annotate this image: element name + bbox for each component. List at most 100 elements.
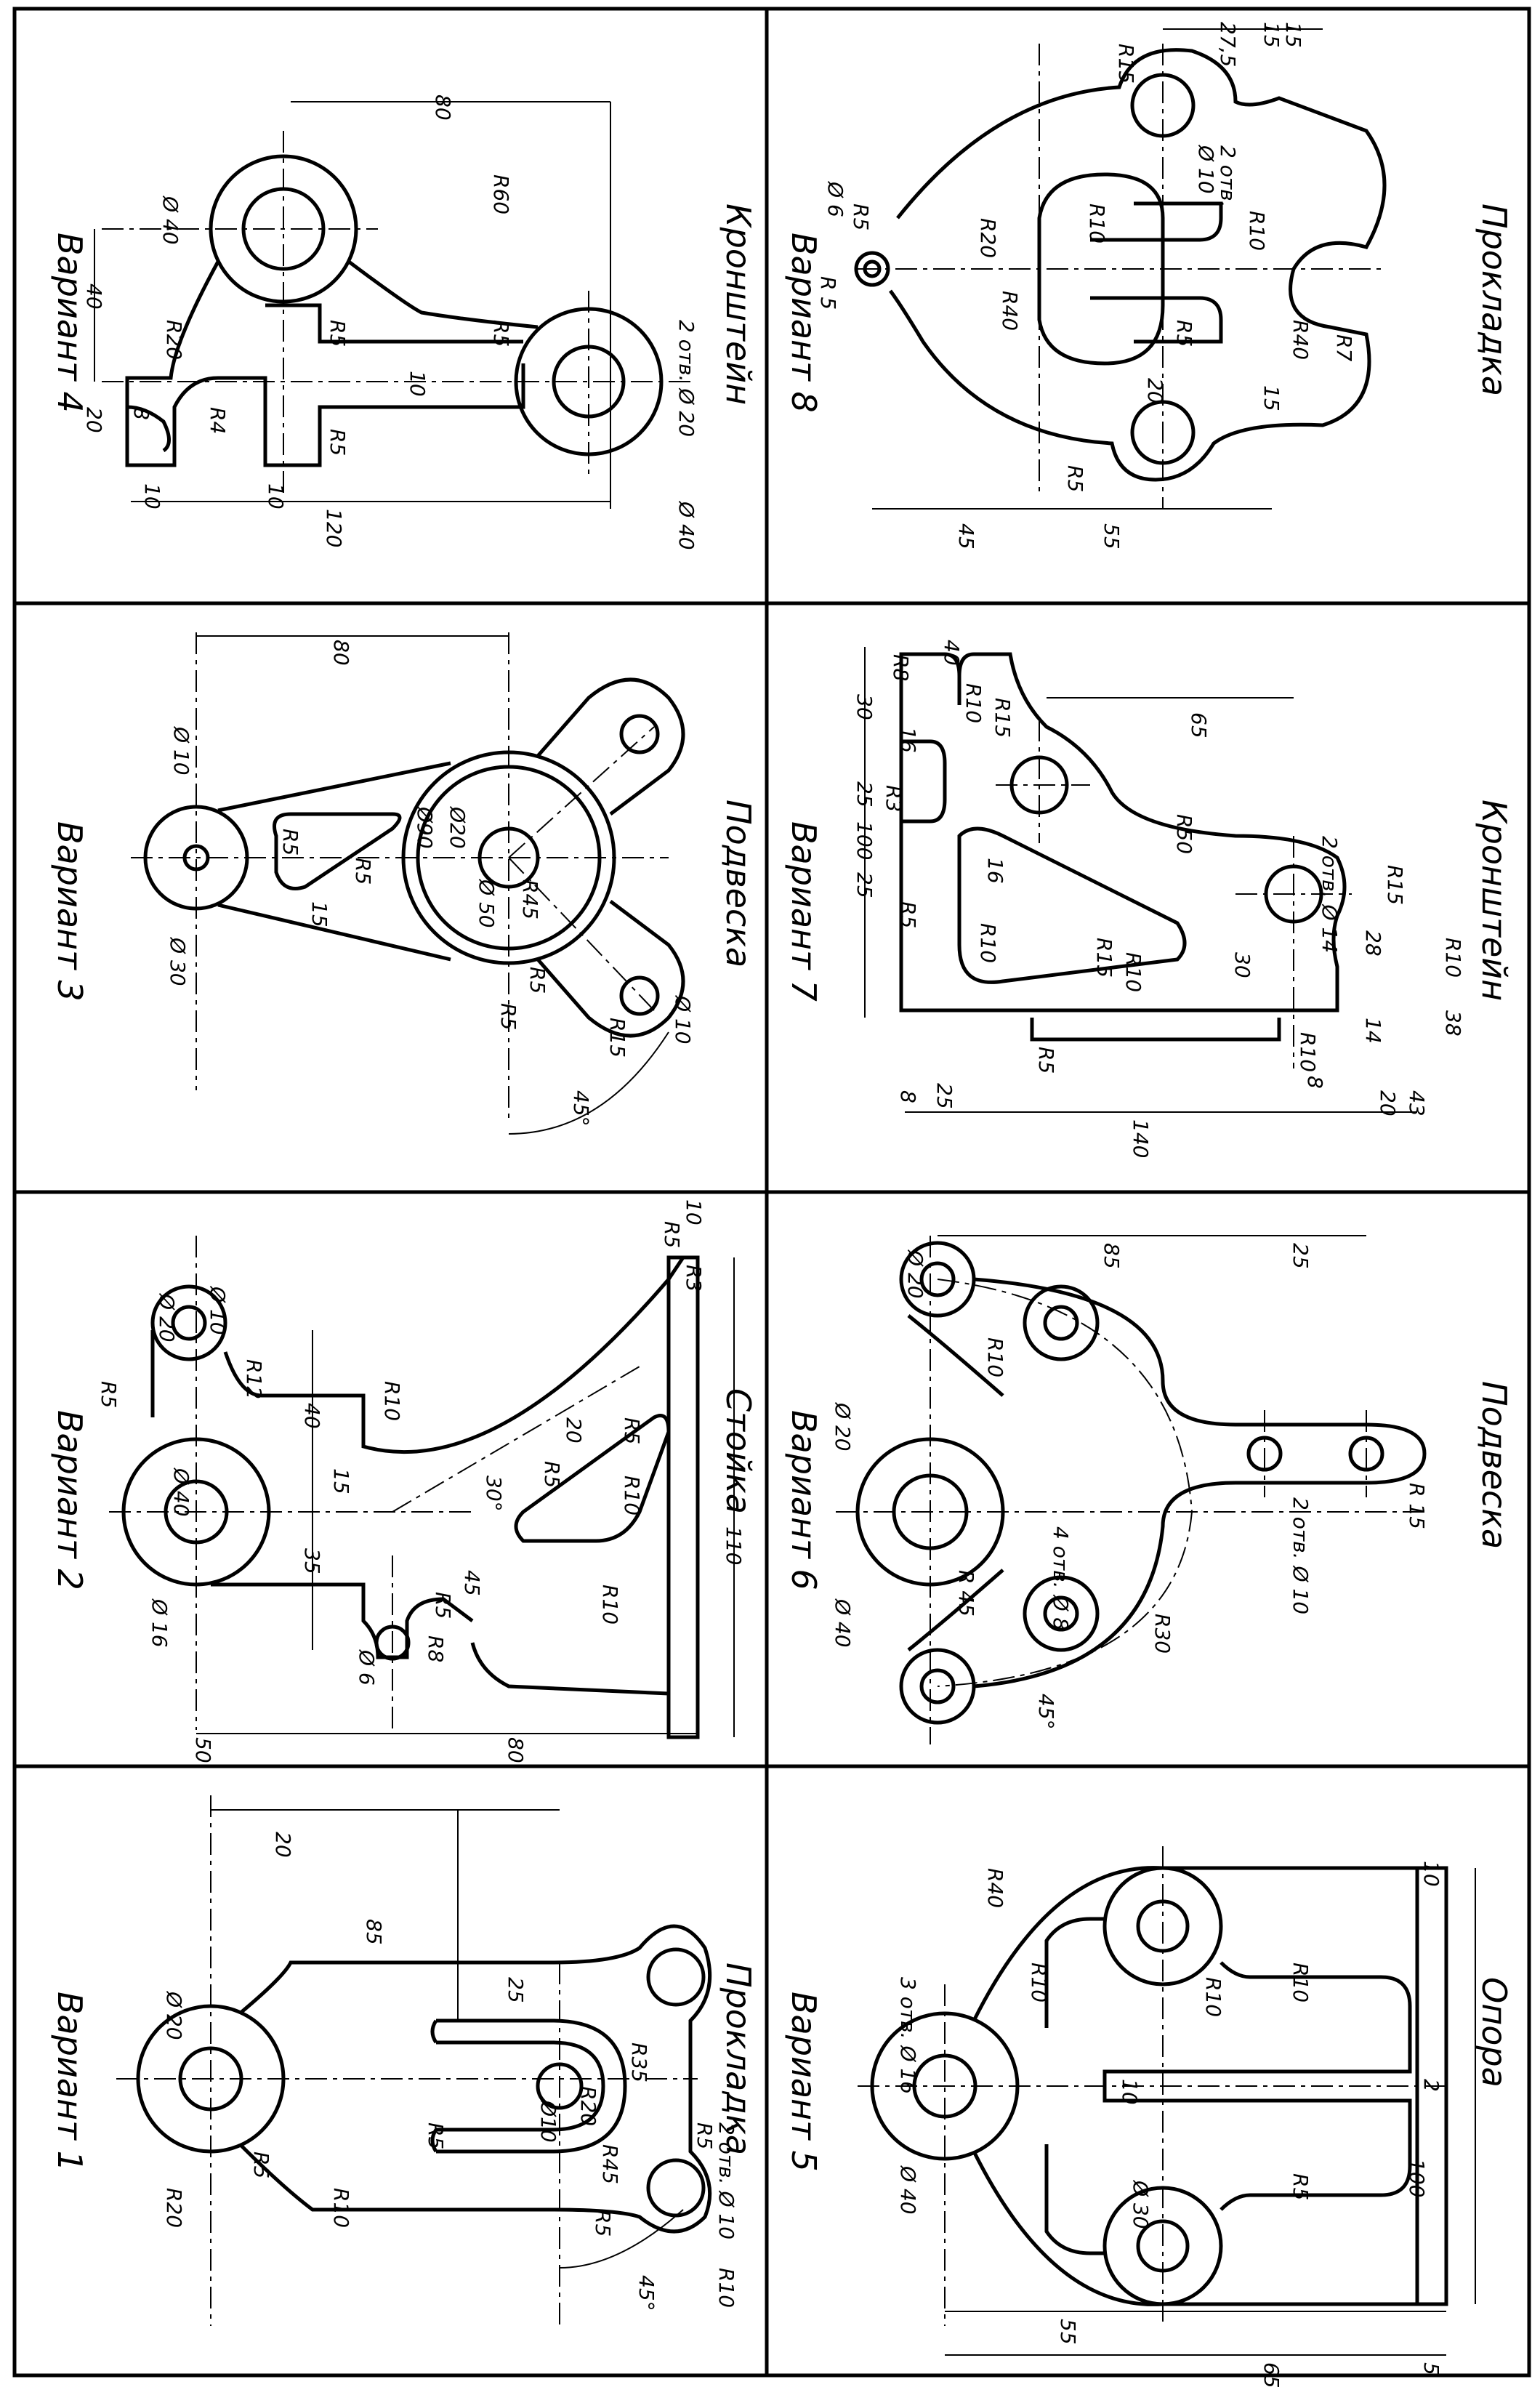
dim-label: 10 <box>682 1199 706 1225</box>
dim-label: 27,5 <box>1216 22 1240 67</box>
dim-label: R20 <box>576 2086 600 2126</box>
dim-label: 2 отв. Ø 10 <box>714 2122 738 2239</box>
dim-label: 30° <box>482 1476 506 1512</box>
dim-label: Ø 40 <box>674 501 698 550</box>
part-4-centerlines <box>102 131 690 494</box>
sheet-frame <box>12 7 1531 2378</box>
dim-label: R5 <box>424 2122 448 2149</box>
dim-label: Ø 20 <box>903 1249 927 1299</box>
dim-label: R10 <box>1296 1032 1320 1072</box>
dim-label: 20 <box>562 1417 586 1444</box>
dim-label: R5 <box>849 204 873 230</box>
part-5-dim-labels: 3 отв. Ø 16 Ø 40 R40 R10 R10 R10 10 Ø 30… <box>896 1861 1443 2387</box>
dim-label: 15 <box>1281 22 1305 48</box>
dim-label: R5 <box>620 1417 644 1444</box>
dim-label: R40 <box>998 291 1022 331</box>
variant-6-heading: Вариант 6 <box>784 1410 823 1590</box>
variant-5-heading: Вариант 5 <box>784 1992 823 2172</box>
dim-label: 25 <box>504 1977 528 2003</box>
dim-label: R5 <box>489 320 513 347</box>
dim-label: R5 <box>896 901 920 928</box>
dim-label: 20 <box>1143 378 1167 404</box>
part-1-contour <box>136 1924 712 2234</box>
dim-label: 110 <box>722 1526 746 1565</box>
dim-label: 16 <box>983 858 1007 884</box>
dim-label: R5 <box>1289 2173 1313 2200</box>
dim-label: Ø 20 <box>155 1293 179 1343</box>
dim-label: 15 <box>1259 22 1283 48</box>
dim-label: R5 <box>591 2210 615 2237</box>
dim-label: 2 отв. Ø 14 <box>1318 836 1342 953</box>
panel-variant-5: Вариант 5 Опора 3 отв. Ø 16 Ø <box>784 1846 1514 2387</box>
dim-label: R10 <box>620 1476 644 1515</box>
dim-label: Ø 40 <box>158 196 182 245</box>
dim-label: Ø 10 <box>1194 145 1218 194</box>
dim-label: Ø20 <box>446 806 469 849</box>
part-1-centerlines <box>116 1795 698 2326</box>
dim-label: R15 <box>1114 44 1138 84</box>
dim-label: R10 <box>1441 938 1465 978</box>
dim-label: 2 отв. Ø 10 <box>1289 1497 1313 1614</box>
dim-label: 85 <box>1100 1243 1124 1269</box>
dim-label: Ø 20 <box>831 1402 855 1452</box>
dim-label: R10 <box>976 923 1000 963</box>
part-7-centerlines <box>996 720 1352 1068</box>
part-6-dim-labels: Ø 20 Ø 20 R10 85 4 отв. Ø 8 Ø 40 R 45 45… <box>831 1243 1429 1730</box>
dim-label: 38 <box>1441 1010 1465 1036</box>
dim-label: 45° <box>1034 1694 1058 1730</box>
variant-1-heading: Вариант 1 <box>50 1992 89 2172</box>
dim-label: Ø 6 <box>823 181 847 217</box>
dim-label: 10 <box>1118 2079 1142 2105</box>
dim-label: R20 <box>162 2188 186 2228</box>
part-3-dim-labels: Ø 10 Ø 30 80 R5 R5 15 Ø90 Ø20 Ø 50 R45 R… <box>166 640 695 1127</box>
dim-label: R 45 <box>954 1570 978 1617</box>
dim-label: 2 отв. Ø 20 <box>674 320 698 437</box>
dim-label: R5 <box>278 829 302 856</box>
dim-label: Ø 10 <box>169 726 193 776</box>
part-3-dimensions <box>196 635 669 1135</box>
variant-8-title: Прокладка <box>1475 204 1514 396</box>
dim-label: 25 <box>1289 1243 1313 1269</box>
variant-4-heading: Вариант 4 <box>50 233 89 413</box>
panel-variant-4: Вариант 4 Кронштейн Ø 40 80 R6 <box>50 94 758 550</box>
dim-label: R40 <box>983 1868 1007 1908</box>
part-8-centerlines <box>858 44 1381 509</box>
dim-label: R3 <box>882 785 906 812</box>
part-6-centerlines <box>836 1236 1424 1744</box>
dim-label: R5 <box>431 1592 455 1619</box>
dim-label: R5 <box>660 1221 684 1248</box>
variant-4-title: Кронштейн <box>719 204 758 405</box>
dim-label: 10 <box>1419 1861 1443 1887</box>
dim-label: 8 <box>1303 1076 1327 1089</box>
variant-5-title: Опора <box>1475 1977 1514 2088</box>
dim-label: 80 <box>431 94 455 121</box>
panel-variant-7: Вариант 7 Кронштейн 100 30 25 25 R8 <box>784 640 1514 1158</box>
dim-label: 30 <box>852 694 876 720</box>
dim-label: 25 <box>852 872 876 898</box>
dim-label: 20 <box>82 407 106 433</box>
dim-label: R20 <box>976 218 1000 258</box>
dim-label: 15 <box>307 901 331 927</box>
dim-label: 50 <box>191 1737 215 1763</box>
variant-2-heading: Вариант 2 <box>50 1410 89 1590</box>
dim-label: R15 <box>1092 938 1116 978</box>
part-8-dimensions <box>872 28 1323 510</box>
dim-label: R10 <box>1121 952 1145 992</box>
dim-label: 4 отв. Ø 8 <box>1049 1526 1073 1630</box>
variant-7-title: Кронштейн <box>1475 800 1514 1001</box>
dim-label: R5 <box>1063 465 1087 492</box>
dim-label: 15 <box>329 1468 353 1494</box>
dim-label: Ø 10 <box>671 995 695 1044</box>
dim-label: 28 <box>1361 930 1385 957</box>
dim-label: 2 отв. <box>1216 145 1240 208</box>
dim-label: 25 <box>932 1083 956 1109</box>
dim-label: R10 <box>1085 204 1109 243</box>
dim-label: 65 <box>1187 712 1211 738</box>
variant-3-heading: Вариант 3 <box>50 821 89 1002</box>
variant-3-title: Подвеска <box>719 800 758 967</box>
part-6-contour <box>855 1241 1427 1725</box>
dim-label: R10 <box>983 1337 1007 1377</box>
dim-label: R45 <box>598 2144 622 2184</box>
dim-label: 65 <box>1259 2362 1283 2387</box>
